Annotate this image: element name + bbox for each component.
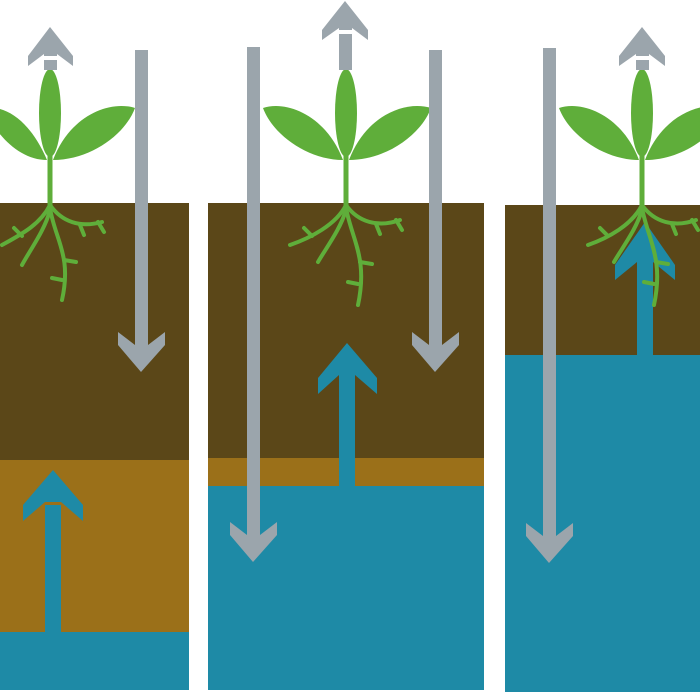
panel-1-evaporation-arrow-up-icon — [28, 27, 73, 70]
panel-3-deep-infiltration-arrow-down-icon — [526, 48, 573, 563]
panel-3-capillary-rise-arrow-up-icon — [615, 222, 675, 356]
panel-2-plant-icon — [263, 69, 431, 307]
panel-3-plant-icon — [559, 69, 700, 215]
panel-2-infiltration-arrow-down-icon — [412, 50, 459, 372]
panel-2-capillary-rise-arrow-up-icon — [318, 343, 377, 487]
panel-1-infiltration-arrow-down-icon — [118, 50, 165, 372]
panel-2-deep-infiltration-arrow-down-icon — [230, 47, 277, 562]
panel-medium-water-table — [208, 1, 484, 690]
panel-3-topsoil — [505, 205, 700, 355]
panel-1-subsoil — [0, 460, 189, 632]
panel-3-roots — [586, 203, 700, 307]
panel-3-evaporation-arrow-up-icon — [619, 27, 665, 70]
panel-1-groundwater — [0, 632, 189, 690]
panel-2-evaporation-arrow-up-icon — [322, 1, 368, 70]
panel-deep-water-table — [0, 27, 189, 690]
panel-1-topsoil — [0, 203, 189, 460]
panel-3-groundwater — [505, 355, 700, 692]
panel-shallow-water-table — [505, 27, 700, 692]
panel-1-plant-icon — [0, 69, 135, 302]
panel-1-capillary-rise-arrow-up-icon — [23, 470, 83, 635]
